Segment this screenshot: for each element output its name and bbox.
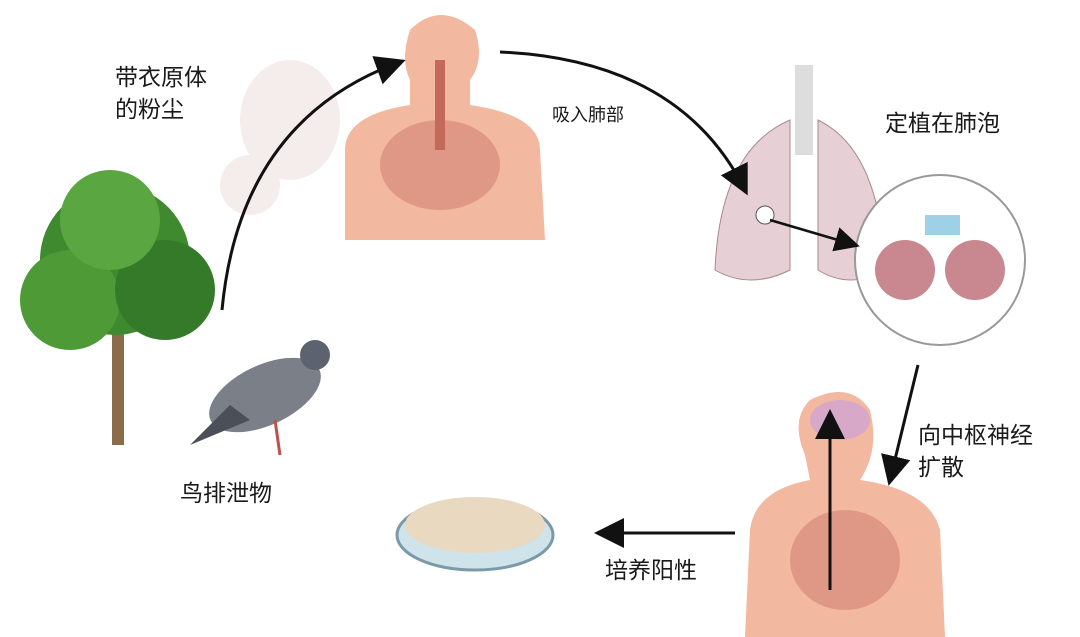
human-torso-bottom [745,392,945,637]
dust-particles [220,60,340,215]
label-culture: 培养阳性 [605,558,697,584]
label-droppings: 鸟排泄物 [180,481,272,507]
label-spread-line2: 扩散 [918,455,964,481]
label-inhale: 吸入肺部 [552,105,624,126]
label-spread-line1: 向中枢神经 [918,423,1033,449]
label-dust-line1: 带衣原体 [115,65,207,91]
pigeon-icon [190,340,330,456]
label-dust-line2: 的粉尘 [115,97,184,123]
arrow-to-alveoli [769,218,860,252]
label-spread: 向中枢神经 扩散 [918,420,1033,484]
human-torso-top [345,15,545,240]
arrow-to-nose [220,56,406,311]
arrow-to-brain [881,364,920,486]
arrow-to-lungs [499,50,748,196]
petri-dish-icon [395,497,555,572]
label-colonize: 定植在肺泡 [885,111,1000,137]
label-dust: 带衣原体 的粉尘 [115,62,207,126]
tree-icon [20,170,215,445]
alveoli-magnified [854,174,1026,346]
